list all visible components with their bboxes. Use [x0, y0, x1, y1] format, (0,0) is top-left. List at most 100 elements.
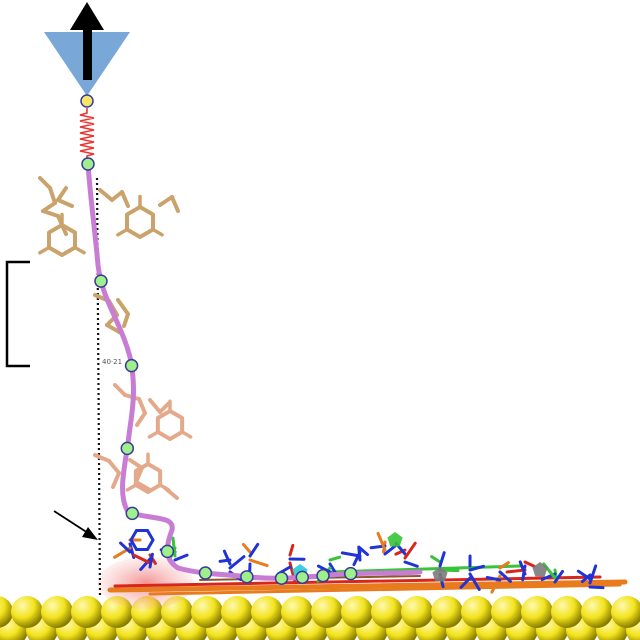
side-chain-bond	[151, 227, 164, 237]
side-chain-bond	[163, 486, 179, 500]
adsorbed-bond	[468, 564, 486, 572]
side-chain-bond	[158, 402, 170, 414]
side-chain-bond	[56, 198, 74, 208]
tip-bead	[80, 94, 94, 108]
adsorbed-bond	[485, 576, 502, 582]
side-chain-bond	[38, 245, 51, 255]
adsorbed-bond	[576, 569, 592, 581]
adsorbed-bond	[498, 570, 512, 583]
side-chain-bond	[56, 214, 68, 236]
adsorbed-bond	[241, 542, 252, 554]
backbone-bead	[120, 441, 135, 456]
gold-substrate	[0, 596, 640, 640]
adsorbed-ring	[129, 528, 155, 552]
adsorbed-bond	[518, 560, 527, 576]
adsorbed-bond	[222, 549, 232, 566]
adsorbed-bond	[340, 551, 362, 558]
side-chain-bond	[170, 195, 180, 213]
side-chain-ring	[133, 462, 163, 494]
up-arrow-icon	[70, 2, 104, 80]
substrate-atom	[551, 596, 583, 628]
backbone-bead	[274, 571, 289, 585]
adsorbed-bond	[438, 551, 446, 568]
backbone-bead	[81, 157, 95, 171]
side-chain-bond	[135, 411, 147, 427]
backbone-bead	[198, 566, 213, 580]
adsorbed-bond	[119, 541, 132, 554]
adsorbed-ring	[387, 532, 403, 547]
side-chain-structures	[38, 176, 193, 500]
substrate-atom	[431, 596, 463, 628]
spring	[79, 108, 95, 160]
adsorbed-strand	[148, 583, 622, 596]
adsorbed-bond	[228, 555, 246, 570]
side-chain-ring	[47, 223, 77, 257]
adsorbed-bond	[459, 576, 472, 589]
substrate-atom	[371, 596, 403, 628]
substrate-atom	[341, 596, 373, 628]
substrate-atom	[401, 596, 433, 628]
adsorbed-bond	[588, 585, 605, 590]
side-chain-bond	[137, 397, 147, 415]
backbone-beads	[81, 157, 358, 585]
adsorbed-bond	[148, 552, 154, 569]
substrate-atom	[281, 596, 313, 628]
side-chain-bond	[41, 209, 60, 218]
side-chain-bond	[147, 430, 160, 439]
side-chain-ring	[125, 205, 155, 239]
side-chain-bond	[134, 480, 152, 492]
bracket-icon	[5, 260, 30, 368]
substrate-atom	[0, 596, 13, 628]
side-chain-bond	[111, 471, 121, 489]
chain-label: 40·21	[102, 358, 122, 366]
polymer-backbone	[85, 161, 423, 581]
adsorbed-bond	[403, 560, 419, 568]
side-chain-bond	[113, 383, 127, 397]
adsorbed-bond	[588, 564, 598, 585]
substrate-atom	[491, 596, 523, 628]
adsorbed-ring	[532, 562, 548, 577]
contact-region	[98, 557, 194, 609]
adsorbed-bond	[523, 560, 536, 568]
side-chain-bond	[148, 398, 162, 414]
side-chain-bond	[128, 458, 144, 470]
substrate-atom	[191, 596, 223, 628]
backbone-bead	[160, 544, 175, 559]
side-chain-bond	[38, 176, 52, 190]
adsorbed-bond	[553, 569, 565, 584]
adsorbed-bond	[288, 543, 295, 557]
adsorbed-bond	[328, 555, 342, 562]
substrate-atom	[71, 596, 103, 628]
backbone-bead	[240, 570, 254, 584]
side-chain-bond	[107, 459, 121, 475]
backbone-bead	[124, 358, 139, 373]
substrate-atom	[461, 596, 493, 628]
side-chain-bond	[110, 190, 124, 202]
side-chain-bond	[158, 195, 174, 207]
adsorbed-bond	[248, 542, 260, 558]
adsorbed-strand	[113, 575, 602, 588]
substrate-atom	[221, 596, 253, 628]
adsorbed-bond	[171, 536, 177, 558]
substrate-atom	[11, 596, 43, 628]
backbone-bead	[94, 274, 108, 288]
backbone-bead	[316, 568, 330, 583]
adsorbed-bond	[468, 572, 481, 591]
adsorbed-bond	[383, 544, 397, 556]
adsorbed-bond	[376, 531, 387, 552]
side-chain-bond	[73, 245, 86, 255]
substrate-atom	[611, 596, 640, 628]
adsorbed-bond	[173, 553, 189, 562]
side-chain-bond	[48, 186, 57, 205]
substrate-atom	[251, 596, 283, 628]
substrate-atom	[41, 596, 73, 628]
adsorbed-bond	[316, 564, 332, 574]
adsorbed-bond	[248, 558, 269, 568]
backbone-bead	[295, 570, 310, 585]
side-chain-bond	[98, 188, 114, 202]
side-chain-ring	[155, 409, 185, 441]
side-chain-bond	[122, 312, 130, 328]
side-chain-bond	[180, 430, 193, 439]
side-chain-bond	[116, 227, 129, 237]
